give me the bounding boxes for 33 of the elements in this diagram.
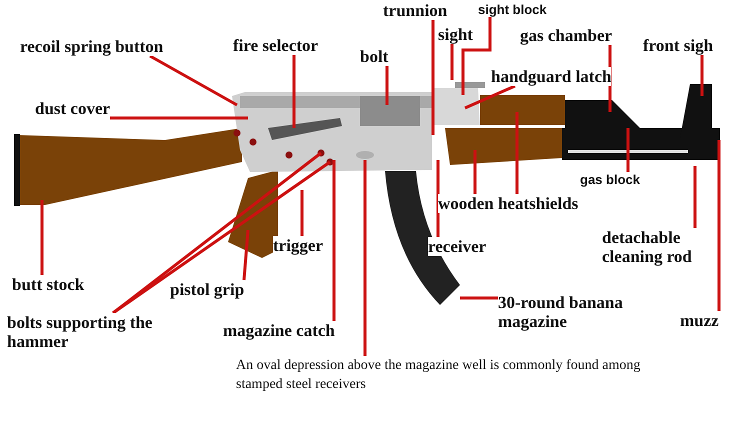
leader-line [718,140,720,311]
leader-line [432,20,434,135]
leader-line [40,200,44,275]
part-label: recoil spring button [20,37,164,56]
leader-line [462,17,492,95]
leader-line [700,55,704,96]
part-label: wooden heatshields [438,194,578,213]
leader-line [464,84,516,110]
part-label: sight [438,25,473,44]
leader-line [450,44,454,80]
part-label: front sigh [643,36,714,55]
leader-line [300,190,304,236]
leader-line [694,166,696,228]
leader-line [626,128,630,172]
leader-line [474,150,476,194]
leader-line [436,160,440,237]
part-label: sight block [478,2,547,17]
leader-line [149,54,238,106]
part-label: gas block [580,172,640,187]
part-label: pistol grip [170,280,244,299]
leader-line [110,116,248,120]
leader-line [516,112,518,194]
leader-line [242,230,250,280]
part-label: gas chamber [520,26,612,45]
part-label: trigger [273,236,324,255]
leader-line [460,296,498,300]
part-label: receiver [428,237,486,256]
leader-line [364,160,366,356]
leader-line [386,66,388,105]
leader-line [608,45,612,112]
leader-line [292,55,296,128]
leader-line [332,160,336,321]
part-label: magazine catch [223,321,335,340]
